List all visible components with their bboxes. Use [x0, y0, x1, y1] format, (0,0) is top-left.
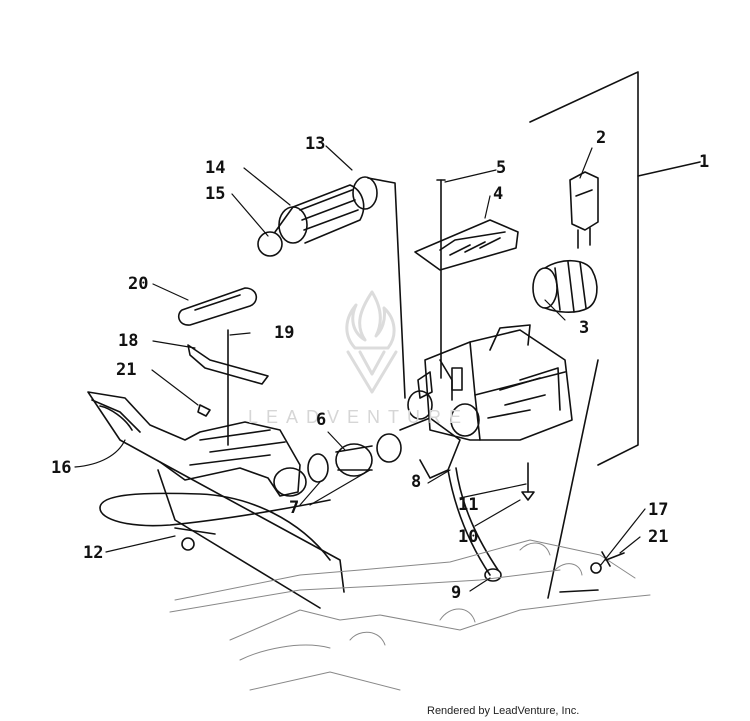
callout-19: 19 — [274, 323, 295, 343]
callout-21-right: 21 — [648, 527, 669, 547]
hardware-21-left — [197, 404, 211, 417]
callout-1: 1 — [699, 152, 710, 172]
drain-hose — [447, 467, 502, 582]
part-20-foam — [177, 287, 258, 326]
air-box — [417, 324, 573, 441]
upper-duct — [257, 176, 406, 399]
callout-12: 12 — [83, 543, 104, 563]
part-3-filter — [532, 259, 598, 313]
callout-15: 15 — [205, 184, 226, 204]
clamps-6-7 — [307, 433, 402, 483]
cable-12 — [99, 492, 331, 561]
callout-5: 5 — [496, 158, 507, 178]
leader-brackets — [157, 359, 599, 609]
callout-17: 17 — [648, 500, 669, 520]
callout-18: 18 — [118, 331, 139, 351]
intake-duct-16 — [87, 391, 307, 497]
part-2-clip — [569, 171, 599, 249]
callout-13: 13 — [305, 134, 326, 154]
part-5-screw — [436, 179, 446, 379]
watermark-text: LEADVENTURE — [248, 407, 470, 427]
callout-8: 8 — [411, 472, 422, 492]
frame-sketch — [169, 539, 651, 691]
callout-6: 6 — [316, 410, 327, 430]
callout-16: 16 — [51, 458, 72, 478]
callout-20: 20 — [128, 274, 149, 294]
bracket-part-1 — [529, 71, 701, 466]
duct-8 — [399, 390, 480, 479]
hardware-17-21 — [590, 551, 625, 574]
watermark-logo — [345, 290, 398, 394]
callout-9: 9 — [451, 583, 462, 603]
callout-14: 14 — [205, 158, 226, 178]
part-4-cover — [414, 219, 519, 271]
callout-2: 2 — [596, 128, 607, 148]
callout-11: 11 — [458, 495, 479, 515]
callout-10: 10 — [458, 527, 479, 547]
callout-3: 3 — [579, 318, 590, 338]
callout-21-left: 21 — [116, 360, 137, 380]
leader-lines — [74, 145, 646, 592]
callout-4: 4 — [493, 184, 504, 204]
credit-text: Rendered by LeadVenture, Inc. — [427, 705, 580, 717]
callout-7: 7 — [289, 498, 300, 518]
part-11 — [521, 462, 535, 501]
